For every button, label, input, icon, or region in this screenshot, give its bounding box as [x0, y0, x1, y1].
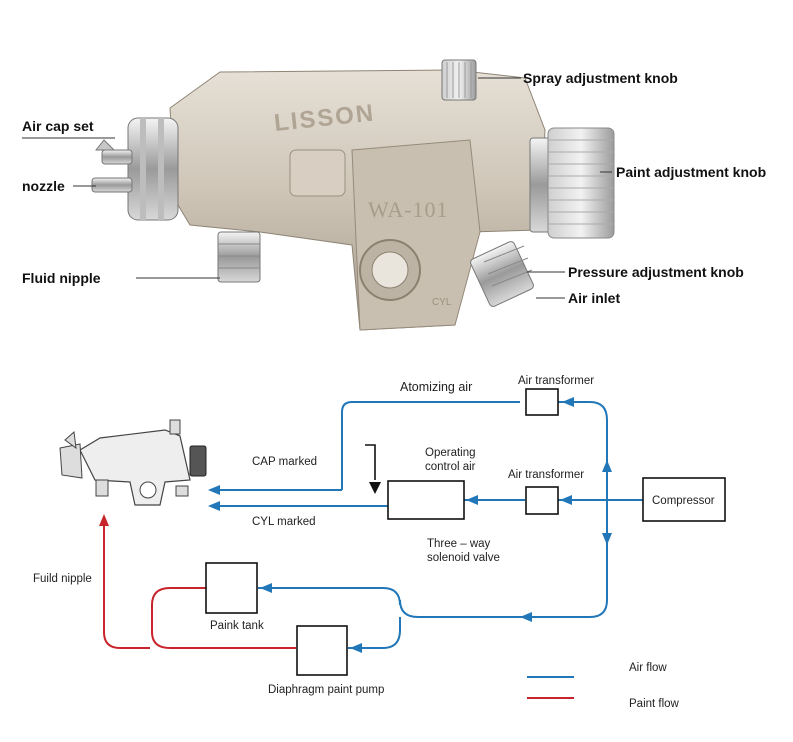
operating-control-air-label-1: Operating: [425, 447, 476, 459]
legend-paint-label: Paint flow: [629, 698, 680, 710]
callout-spray-adjustment-knob: Spray adjustment knob: [523, 70, 678, 86]
callout-paint-adjustment-knob: Paint adjustment knob: [616, 164, 766, 180]
air-transformer-mid-box: [525, 486, 559, 515]
callout-pressure-adjustment-knob: Pressure adjustment knob: [568, 264, 744, 280]
arrow-cyl: [208, 501, 220, 511]
three-way-valve-box: [387, 480, 465, 520]
callout-fluid-nipple: Fluid nipple: [22, 270, 101, 286]
cap-marked-label: CAP marked: [252, 456, 317, 468]
gun-body-lower: [351, 139, 481, 331]
paint-adjustment-knob: [529, 127, 615, 239]
arrow-transformer: [560, 495, 572, 505]
air-transformer-top-box: [525, 388, 559, 416]
paint-tank-label: Paink tank: [210, 620, 264, 632]
valve-label-1: Three – way: [427, 538, 491, 550]
air-transformer-mid-label: Air transformer: [508, 469, 584, 481]
fluid-nipple-diagram-label: Fuild nipple: [33, 573, 92, 585]
pump-air-line: [348, 617, 401, 649]
compressor-box: [642, 477, 726, 522]
operating-control-arrow-head: [369, 482, 381, 494]
arrow-pump: [350, 643, 362, 653]
paint-tank-line: [151, 587, 296, 649]
cyl-marked-label: CYL marked: [252, 516, 316, 528]
spray-gun-photo: LISSON WA-101 CYL: [22, 59, 766, 331]
atomizing-air-label: Atomizing air: [400, 380, 472, 394]
air-transformer-top-label: Air transformer: [518, 375, 594, 387]
arrow-down-loop: [602, 533, 612, 545]
paint-tank-box: [205, 562, 258, 614]
callout-nozzle: nozzle: [22, 178, 65, 194]
atomizing-air-line: [341, 401, 520, 490]
callout-air-inlet: Air inlet: [568, 290, 620, 306]
arrow-paint-up: [99, 514, 109, 526]
fluid-nipple: [217, 231, 261, 283]
operating-control-arrow-line: [365, 444, 376, 480]
compressor-label: Compressor: [652, 495, 715, 507]
arrow-bottom-loop: [520, 612, 532, 622]
arrow-top-transformer: [562, 397, 574, 407]
loop-right: [418, 401, 608, 618]
arrow-up-loop: [602, 460, 612, 472]
legend-air-label: Air flow: [629, 662, 667, 674]
arrow-tank: [260, 583, 272, 593]
small-gun-icon: [59, 419, 207, 506]
loop-left: [258, 587, 419, 618]
model-mark: WA-101: [368, 197, 449, 222]
legend: Air flow Paint flow: [527, 662, 680, 710]
gun-slot: [289, 149, 346, 197]
air-cap-set: [127, 117, 179, 221]
spray-adjustment-knob: [441, 59, 477, 101]
air-inlet-fitting: [470, 241, 534, 307]
arrow-valve: [466, 495, 478, 505]
pump-label: Diaphragm paint pump: [268, 684, 384, 696]
operating-control-air-label-2: control air: [425, 461, 476, 473]
paint-line-to-gun: [103, 520, 150, 649]
arrow-cap: [208, 485, 220, 495]
nozzle: [91, 139, 133, 193]
callout-air-cap-set: Air cap set: [22, 118, 94, 134]
cyl-mark: CYL: [432, 297, 452, 308]
flow-diagram: Atomizing air Air transformer Operating …: [33, 375, 726, 710]
valve-label-2: solenoid valve: [427, 552, 500, 564]
diaphragm-pump-box: [296, 625, 348, 676]
